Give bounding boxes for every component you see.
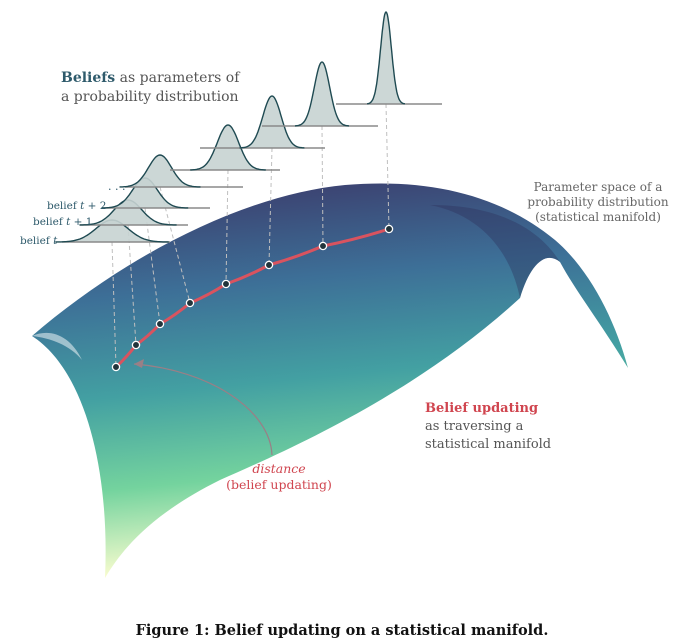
belief-dropline <box>268 147 273 266</box>
manifold-left-lip <box>32 332 82 360</box>
updating-label-line3: statistical manifold <box>425 437 551 452</box>
belief-density-fill <box>101 178 189 208</box>
belief-density-fill <box>55 220 169 242</box>
belief-density-curve <box>119 154 201 188</box>
belief-density-fill <box>239 96 305 148</box>
belief-density-curve <box>366 11 406 105</box>
belief-t-label: belief t <box>20 235 58 247</box>
belief-ellipsis: . . . <box>108 180 125 193</box>
belief-dropline <box>144 207 161 325</box>
distance-arrow <box>133 363 273 456</box>
distance-label: distance <box>252 461 305 476</box>
belief-dropline <box>159 186 191 304</box>
belief-node <box>221 279 231 289</box>
belief-t1-label: belief t + 1 <box>33 216 92 228</box>
belief-node <box>264 260 274 270</box>
belief-dropline <box>225 169 229 285</box>
updating-label-line2: as traversing a <box>425 419 524 434</box>
beliefs-label-line1: Beliefs as parameters of <box>61 70 241 86</box>
belief-node <box>111 362 121 372</box>
updating-label-title: Belief updating <box>425 401 538 416</box>
manifold-fold-shading <box>430 205 560 298</box>
belief-density-fill <box>295 62 349 126</box>
belief-density-curve <box>294 61 350 127</box>
belief-density-curve <box>190 124 266 171</box>
belief-density-fill <box>79 200 177 225</box>
figure-caption: Figure 1: Belief updating on a statistic… <box>136 622 549 639</box>
manifold-label-line1: Parameter space of a <box>534 180 663 194</box>
beliefs-label-line2: a probability distribution <box>61 89 239 105</box>
belief-density-curve <box>239 95 305 149</box>
manifold-label-line3: (statistical manifold) <box>535 210 661 224</box>
manifold-label-line2: probability distribution <box>527 195 668 209</box>
belief-node <box>318 241 328 251</box>
belief-node <box>384 224 394 234</box>
belief-node <box>185 298 195 308</box>
belief-dropline <box>321 125 324 247</box>
belief-dropline <box>127 224 137 346</box>
distance-sublabel: (belief updating) <box>226 477 332 492</box>
belief-density-fill <box>367 12 405 104</box>
belief-t2-label: belief t + 2 <box>47 200 106 212</box>
distance-arrowhead <box>134 359 144 368</box>
belief-nodes <box>111 224 394 372</box>
belief-node <box>131 340 141 350</box>
belief-node <box>155 319 165 329</box>
belief-density-fill <box>119 155 201 187</box>
belief-distributions <box>55 11 442 368</box>
statistical-manifold <box>32 183 628 578</box>
